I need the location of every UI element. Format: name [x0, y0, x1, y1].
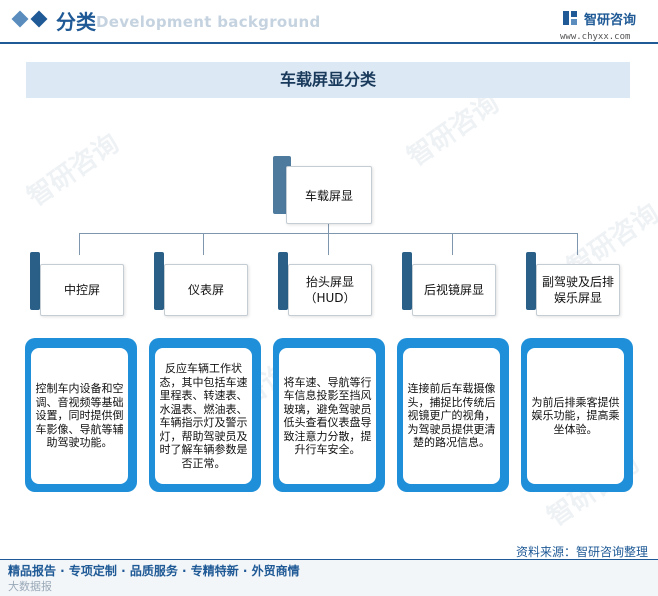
category-description: 反应车辆工作状态，其中包括车速里程表、转速表、水温表、燃油表、车辆指示灯及警示灯…: [155, 348, 252, 484]
services-list: 精品报告 · 专项定制 · 品质服务 · 专精特新 · 外贸商情: [8, 564, 300, 578]
node-tab: [402, 252, 412, 310]
footer-divider: [0, 559, 658, 560]
footer-watermark: 大数据报: [8, 580, 52, 593]
source-note: 资料来源：智研咨询整理: [515, 545, 648, 559]
node-tab: [30, 252, 40, 310]
category-description: 控制车内设备和空调、音视频等基础设置，同时提供倒车影像、导航等辅助驾驶功能。: [31, 348, 128, 484]
diamond-icon: [30, 10, 48, 28]
header-subtitle: Development background: [96, 13, 321, 31]
node-tab: [154, 252, 164, 310]
connector: [452, 233, 453, 255]
page-header: Development background 分类 智研咨询 www.chyxx…: [0, 0, 658, 46]
node-tab: [278, 252, 288, 310]
page-title: 分类: [56, 10, 96, 34]
category-description-card: 为前后排乘客提供娱乐功能，提高乘坐体验。: [521, 338, 633, 492]
category-description-card: 控制车内设备和空调、音视频等基础设置，同时提供倒车影像、导航等辅助驾驶功能。: [25, 338, 137, 492]
connector: [203, 233, 204, 255]
footer-bar: [0, 560, 658, 596]
brand-logo-icon: [563, 11, 577, 25]
brand-name: 智研咨询: [584, 13, 637, 28]
connector: [577, 233, 578, 255]
diagram-title: 车载屏显分类: [279, 70, 376, 89]
category-label: 仪表屏: [164, 264, 248, 316]
category-description: 连接前后车载摄像头，捕捉比传统后视镜更广的视角，为驾驶员提供更清楚的路况信息。: [403, 348, 500, 484]
category-description-card: 反应车辆工作状态，其中包括车速里程表、转速表、水温表、燃油表、车辆指示灯及警示灯…: [149, 338, 261, 492]
category-label: 副驾驶及后排娱乐屏显: [536, 264, 620, 316]
diamond-icon: [11, 10, 29, 28]
root-node-label: 车载屏显: [286, 166, 372, 224]
category-description-card: 将车速、导航等行车信息投影至挡风玻璃，避免驾驶员低头查看仪表盘导致注意力分散，提…: [273, 338, 385, 492]
diagram-title-banner: 车载屏显分类: [26, 62, 630, 98]
header-divider: [0, 42, 658, 44]
brand-url: www.chyxx.com: [560, 32, 631, 42]
category-description: 将车速、导航等行车信息投影至挡风玻璃，避免驾驶员低头查看仪表盘导致注意力分散，提…: [279, 348, 376, 484]
connector: [79, 233, 80, 255]
connector: [328, 222, 329, 234]
connector: [328, 233, 329, 255]
category-label: 中控屏: [40, 264, 124, 316]
category-label: 后视镜屏显: [412, 264, 496, 316]
category-description-card: 连接前后车载摄像头，捕捉比传统后视镜更广的视角，为驾驶员提供更清楚的路况信息。: [397, 338, 509, 492]
node-tab: [526, 252, 536, 310]
watermark: 智研咨询: [22, 128, 125, 213]
category-description: 为前后排乘客提供娱乐功能，提高乘坐体验。: [527, 348, 624, 484]
category-label: 抬头屏显（HUD）: [288, 264, 372, 316]
